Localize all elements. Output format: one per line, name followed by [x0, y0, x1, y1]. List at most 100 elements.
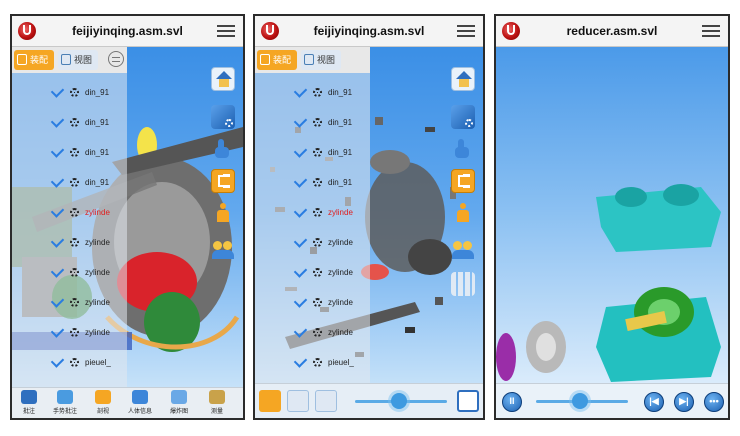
tree-item-label: din_91	[85, 177, 110, 187]
file-title: feijiyinqing.asm.svl	[72, 24, 183, 38]
walk-mode-icon[interactable]	[451, 202, 475, 226]
tree-item[interactable]: zylinde	[50, 323, 110, 341]
tree-item[interactable]: din_91	[293, 173, 352, 191]
check-icon[interactable]	[293, 323, 308, 338]
cube-settings-icon[interactable]	[451, 105, 475, 129]
tree-item[interactable]: zylinde	[50, 293, 110, 311]
tree-item[interactable]: zylinde	[293, 323, 353, 341]
home-view-icon[interactable]	[451, 67, 475, 91]
tree-item[interactable]: zylinde	[50, 233, 110, 251]
tree-item-label: zylinde	[85, 297, 110, 307]
check-icon[interactable]	[293, 83, 308, 98]
3d-viewport[interactable]: 装配 视图 din_91 din_91 din_91 din_91 zylind…	[12, 47, 243, 418]
check-icon[interactable]	[50, 233, 65, 248]
check-icon[interactable]	[50, 293, 65, 308]
animation-slider-knob[interactable]	[572, 393, 588, 409]
tree-item[interactable]: din_91	[50, 143, 109, 161]
reducer-model[interactable]	[496, 47, 728, 387]
more-options-button[interactable]: •••	[704, 392, 724, 412]
tree-item-label: zylinde	[328, 207, 353, 217]
next-step-button[interactable]: ▶|	[674, 392, 694, 412]
animation-control-bar: II |◀ ▶| •••	[496, 383, 728, 418]
hamburger-menu-icon[interactable]	[217, 25, 235, 37]
users-icon[interactable]	[451, 237, 475, 261]
check-icon[interactable]	[50, 113, 65, 128]
assembly-tree-toggle-icon[interactable]	[451, 169, 475, 193]
hand-pan-icon[interactable]	[211, 137, 235, 161]
tab-assembly[interactable]: 装配	[14, 50, 54, 70]
walk-mode-icon[interactable]	[211, 202, 235, 226]
annotate-button[interactable]: 批注	[14, 390, 44, 418]
tree-item[interactable]: zylinde	[293, 233, 353, 251]
body-info-button[interactable]: 人体信息	[125, 390, 155, 418]
check-icon[interactable]	[50, 203, 65, 218]
tree-item[interactable]: zylinde	[293, 293, 353, 311]
tab-view[interactable]: 视图	[301, 50, 341, 70]
annotate-icon	[21, 390, 37, 404]
explode-axis-icon[interactable]	[287, 390, 309, 412]
check-icon[interactable]	[50, 173, 65, 188]
tree-item-selected[interactable]: zylinde	[293, 203, 353, 221]
assembly-tree-toggle-icon[interactable]	[211, 169, 235, 193]
tree-item[interactable]: din_91	[50, 113, 109, 131]
tree-item[interactable]: pieuel_	[50, 353, 111, 371]
tree-item-label: zylinde	[328, 327, 353, 337]
tree-item[interactable]: zylinde	[293, 263, 353, 281]
part-gear-icon	[70, 357, 79, 367]
check-icon[interactable]	[293, 173, 308, 188]
tree-item[interactable]: din_91	[293, 83, 352, 101]
phone-screen-exploded-view: feijiyinqing.asm.svl 装配 视图	[253, 14, 485, 420]
tab-view-label: 视图	[74, 55, 93, 65]
check-icon[interactable]	[50, 323, 65, 338]
check-icon[interactable]	[50, 263, 65, 278]
explode-slider-knob[interactable]	[391, 393, 407, 409]
tree-item[interactable]: din_91	[50, 83, 109, 101]
measure-button[interactable]: 测量	[202, 390, 232, 418]
3d-viewport[interactable]: 装配 视图 din_91 din_91 din_91 din_91 zylind…	[255, 47, 483, 418]
pause-button[interactable]: II	[502, 392, 522, 412]
check-icon[interactable]	[293, 233, 308, 248]
check-icon[interactable]	[293, 353, 308, 368]
explode-view-button[interactable]: 爆炸图	[164, 390, 194, 418]
assembly-tree: din_91 din_91 din_91 din_91 zylinde zyli…	[255, 73, 370, 386]
part-gear-icon	[313, 117, 322, 127]
file-title: feijiyinqing.asm.svl	[313, 24, 425, 38]
title-bar: feijiyinqing.asm.svl	[255, 16, 483, 47]
3d-viewport[interactable]: II |◀ ▶| •••	[496, 47, 728, 418]
app-logo-icon	[261, 22, 279, 40]
parts-grid-icon[interactable]	[451, 272, 475, 296]
check-icon[interactable]	[293, 113, 308, 128]
users-icon[interactable]	[211, 237, 235, 261]
tree-item[interactable]: din_91	[50, 173, 110, 191]
cube-settings-icon[interactable]	[211, 105, 235, 129]
person-icon	[132, 390, 148, 404]
tree-item[interactable]: din_91	[293, 143, 352, 161]
tree-item[interactable]: pieuel_	[293, 353, 354, 371]
check-icon[interactable]	[293, 293, 308, 308]
check-icon[interactable]	[50, 353, 65, 368]
explode-settings-icon[interactable]	[315, 390, 337, 412]
home-view-icon[interactable]	[211, 67, 235, 91]
check-icon[interactable]	[293, 203, 308, 218]
view-icon	[61, 54, 71, 65]
tree-item[interactable]: zylinde	[50, 263, 110, 281]
tree-item[interactable]: din_91	[293, 113, 352, 131]
check-icon[interactable]	[50, 143, 65, 158]
hand-pan-icon[interactable]	[451, 137, 475, 161]
check-icon[interactable]	[293, 143, 308, 158]
gesture-annotate-button[interactable]: 手势批注	[50, 390, 80, 418]
check-icon[interactable]	[50, 83, 65, 98]
panel-menu-icon[interactable]	[108, 51, 124, 67]
tab-view[interactable]: 视图	[58, 50, 98, 70]
tab-assembly[interactable]: 装配	[257, 50, 297, 70]
explode-mode-icon[interactable]	[259, 390, 281, 412]
section-view-button[interactable]: 剖视	[88, 390, 118, 418]
phone-screen-reducer: reducer.asm.svl II |◀ ▶| •••	[494, 14, 730, 420]
hamburger-menu-icon[interactable]	[457, 25, 475, 37]
exit-icon[interactable]	[457, 390, 479, 412]
check-icon[interactable]	[293, 263, 308, 278]
hamburger-menu-icon[interactable]	[702, 25, 720, 37]
part-gear-icon	[313, 177, 322, 187]
previous-step-button[interactable]: |◀	[644, 392, 664, 412]
tree-item-selected[interactable]: zylinde	[50, 203, 110, 221]
